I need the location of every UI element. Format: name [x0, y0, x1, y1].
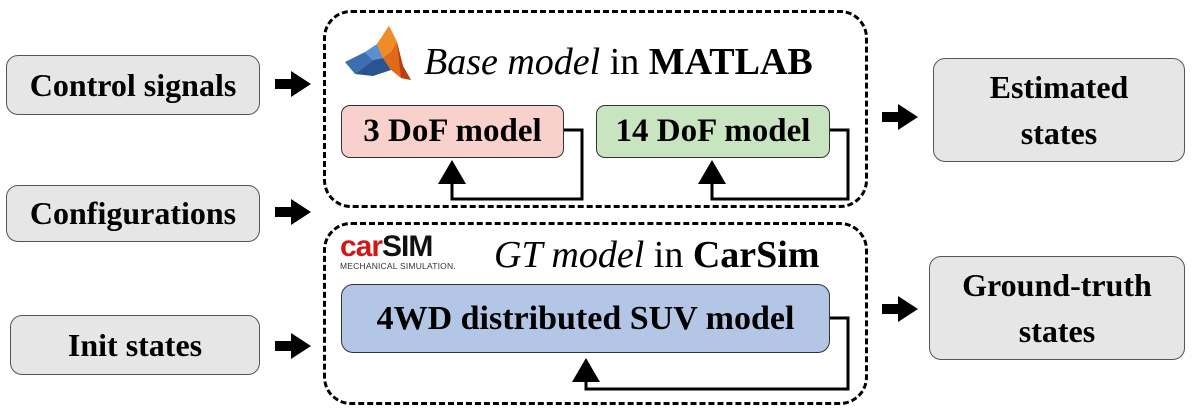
suv-model-label: 4WD distributed SUV model	[376, 299, 795, 337]
3dof-model-label: 3 DoF model	[363, 112, 542, 149]
carsim-logo: carSIM MECHANICAL SIMULATION.	[340, 232, 490, 272]
base-model-title-bold: MATLAB	[648, 41, 813, 83]
right-arrow-icon	[275, 333, 311, 359]
init-states-label: Init states	[67, 326, 203, 363]
ground-truth-states-box: Ground-truth states	[929, 256, 1185, 360]
estimated-states-line1: Estimated	[989, 68, 1129, 105]
right-arrow-icon	[275, 199, 311, 225]
feedback-arrow-icon	[438, 128, 584, 201]
base-model-title-in: in	[600, 41, 649, 83]
configurations-box: Configurations	[6, 185, 260, 242]
ground-truth-states-line2: states	[1018, 313, 1096, 349]
configurations-label: Configurations	[29, 195, 237, 232]
feedback-arrow-icon	[572, 316, 850, 391]
gt-model-title-bold: CarSim	[692, 234, 820, 276]
matlab-logo-icon	[345, 26, 411, 80]
carsim-logo-sim: SIM	[382, 230, 433, 263]
14dof-model-box: 14 DoF model	[596, 105, 830, 158]
3dof-model-box: 3 DoF model	[341, 105, 564, 158]
ground-truth-states-line1: Ground-truth	[962, 266, 1152, 303]
right-arrow-icon	[275, 71, 311, 97]
carsim-logo-subtitle: MECHANICAL SIMULATION.	[340, 261, 456, 271]
gt-model-title-in: in	[644, 234, 693, 276]
carsim-logo-car: car	[340, 230, 383, 263]
base-model-title-italic: Base model	[424, 41, 601, 83]
base-model-group	[323, 10, 868, 208]
gt-model-group	[323, 222, 868, 405]
gt-model-title: GT model in CarSim	[494, 236, 819, 274]
init-states-box: Init states	[10, 315, 260, 375]
estimated-states-line2: states	[1020, 115, 1098, 151]
feedback-arrow-icon	[698, 128, 850, 201]
right-arrow-icon	[882, 104, 918, 130]
base-model-title: Base model in MATLAB	[424, 43, 813, 81]
control-signals-box: Control signals	[6, 55, 260, 115]
14dof-model-label: 14 DoF model	[615, 112, 811, 149]
estimated-states-box: Estimated states	[933, 58, 1185, 162]
control-signals-label: Control signals	[29, 66, 237, 103]
gt-model-title-italic: GT model	[494, 234, 645, 276]
right-arrow-icon	[882, 296, 918, 322]
suv-model-box: 4WD distributed SUV model	[341, 284, 830, 353]
